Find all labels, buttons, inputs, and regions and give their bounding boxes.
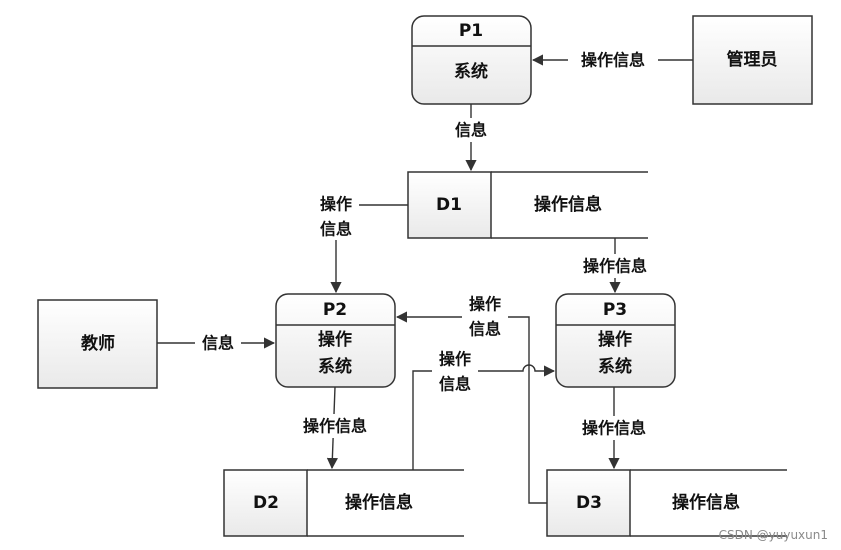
store-d2-id: D2 xyxy=(253,493,279,513)
store-d1: D1 操作信息 xyxy=(407,171,648,239)
entity-admin-label: 管理员 xyxy=(727,49,778,70)
store-d1-name: 操作信息 xyxy=(534,194,602,215)
flow-p3-to-d3-label: 操作信息 xyxy=(582,419,646,438)
flow-teacher-to-p2-label: 信息 xyxy=(202,334,234,353)
flow-d3-to-p2-label-line1: 操作 xyxy=(469,295,501,314)
process-p1: P1 系统 xyxy=(411,15,532,105)
flow-d1-to-p3: 操作信息 xyxy=(570,238,660,294)
flow-admin-to-p1-label: 操作信息 xyxy=(581,51,645,70)
flow-d2-to-p3-label-line2: 信息 xyxy=(439,375,471,394)
process-p2: P2 操作 系统 xyxy=(275,293,396,388)
store-d3: D3 操作信息 xyxy=(546,469,787,537)
store-d2: D2 操作信息 xyxy=(223,469,464,537)
entity-teacher-label: 教师 xyxy=(80,333,115,354)
flow-p1-to-d1: 信息 xyxy=(448,104,494,172)
process-p3-name-line1: 操作 xyxy=(598,329,632,350)
flow-d3-to-p2: 操作 信息 xyxy=(395,293,547,504)
flow-d1-to-p2-label-line1: 操作 xyxy=(320,195,352,214)
entity-teacher: 教师 xyxy=(37,299,158,389)
process-p3: P3 操作 系统 xyxy=(555,293,676,388)
process-p1-name: 系统 xyxy=(454,61,488,82)
flow-d1-to-p2: 操作 信息 xyxy=(313,192,408,294)
store-d3-name: 操作信息 xyxy=(672,492,740,513)
flow-d2-to-p3-label-line1: 操作 xyxy=(439,350,471,369)
store-d3-id: D3 xyxy=(576,493,602,513)
process-p3-name-line2: 系统 xyxy=(598,356,632,377)
process-p2-id: P2 xyxy=(323,300,347,320)
flow-d1-to-p2-label-line2: 信息 xyxy=(320,220,352,239)
process-p1-id: P1 xyxy=(459,21,483,41)
flow-d3-to-p2-label-line2: 信息 xyxy=(469,320,501,339)
flow-teacher-to-p2: 信息 xyxy=(157,331,276,355)
flow-p2-to-d2: 操作信息 xyxy=(290,386,380,470)
process-p2-name-line2: 系统 xyxy=(318,356,352,377)
watermark: CSDN @yuyuxun1 xyxy=(719,528,828,542)
flow-p2-to-d2-label: 操作信息 xyxy=(303,417,367,436)
flow-p3-to-d3: 操作信息 xyxy=(569,387,659,470)
flow-d2-to-p3: 操作 信息 xyxy=(412,348,556,470)
store-d2-name: 操作信息 xyxy=(345,492,413,513)
flow-p1-to-d1-label: 信息 xyxy=(455,121,487,140)
flow-d1-to-p3-label: 操作信息 xyxy=(583,257,647,276)
process-p2-name-line1: 操作 xyxy=(318,329,352,350)
process-p3-id: P3 xyxy=(603,300,627,320)
entity-admin: 管理员 xyxy=(692,15,813,105)
store-d1-id: D1 xyxy=(436,195,462,215)
flow-admin-to-p1: 操作信息 xyxy=(531,48,693,72)
